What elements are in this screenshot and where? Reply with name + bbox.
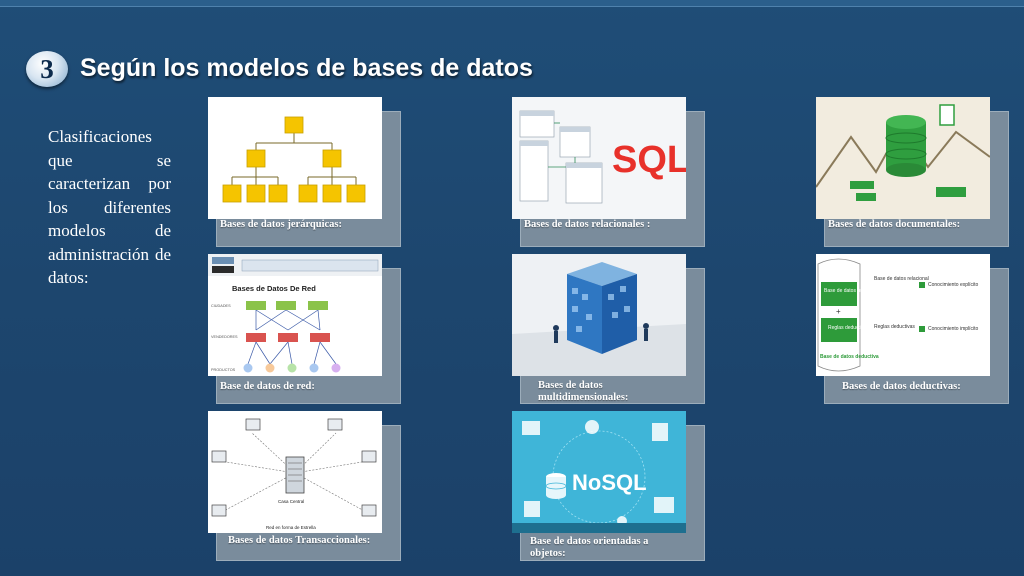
slide-description: Clasificaciones que se caracterizan por … (48, 127, 171, 287)
card-caption: Base de datos orientadas a objetos: (530, 536, 649, 559)
top-border (0, 0, 1024, 7)
network-title: Bases de Datos De Red (232, 284, 316, 293)
network-level-label: PRODUCTOS (211, 368, 236, 372)
card-caption: Bases de datos documentales: (828, 219, 961, 230)
card-hierarchical: Bases de datos jerárquicas: (208, 97, 401, 247)
deductive-result-label: Base de datos deductiva (820, 354, 879, 360)
deductive-item: Reglas deductivas (874, 324, 915, 330)
card-multidimensional: Bases de datos multidimensionales: (512, 254, 705, 404)
documental-diagram-image (816, 97, 990, 219)
database-icon (885, 115, 927, 177)
deductive-diagram-image: Base de datos relacional Reglas deductiv… (816, 254, 990, 376)
server-label: Casa Central (278, 499, 304, 504)
database-icon (545, 473, 567, 499)
network-level-label: VENDEDORES (211, 335, 238, 339)
multidimensional-cube-image (512, 254, 686, 376)
card-caption: Base de datos de red: (220, 381, 315, 392)
deductive-box-label: Base de datos relacional (824, 288, 879, 294)
card-caption: Bases de datos deductivas: (842, 381, 961, 392)
deductive-item: Base de datos relacional (874, 276, 929, 282)
card-caption: Bases de datos multidimensionales: (538, 380, 629, 403)
nosql-image: NoSQL (512, 411, 686, 533)
nosql-label: NoSQL (572, 470, 647, 495)
card-documental: Bases de datos documentales: (816, 97, 1009, 247)
network-caption: Red en forma de Estrella (266, 525, 316, 530)
card-transactional: Casa Central Red en forma de Estrella Ba… (208, 411, 401, 561)
deductive-item: Conocimiento explícito (928, 282, 979, 288)
deductive-box-label: Reglas deductivas (828, 325, 869, 331)
plus-sign: + (836, 307, 841, 316)
network-diagram-image: Bases de Datos De Red CIUDADES VENDEDORE… (208, 254, 382, 376)
card-relational: SQL Bases de datos relacionales : (512, 97, 705, 247)
relational-diagram-image: SQL (512, 97, 686, 219)
hierarchy-diagram-image (208, 97, 382, 219)
card-caption: Bases de datos jerárquicas: (220, 219, 343, 230)
card-deductive: Base de datos relacional Reglas deductiv… (816, 254, 1009, 404)
card-network: Bases de Datos De Red CIUDADES VENDEDORE… (208, 254, 401, 404)
slide-title: Según los modelos de bases de datos (80, 54, 533, 82)
sql-label: SQL (612, 139, 686, 181)
card-object-oriented: NoSQL Base de datos orientadas a objetos… (512, 411, 705, 561)
network-level-label: CIUDADES (211, 304, 231, 308)
deductive-item: Conocimiento implícito (928, 326, 979, 332)
star-network-image: Casa Central Red en forma de Estrella (208, 411, 382, 533)
card-caption: Bases de datos Transaccionales: (228, 535, 371, 546)
card-caption: Bases de datos relacionales : (524, 219, 651, 230)
slide-number-badge: 3 (26, 51, 68, 87)
